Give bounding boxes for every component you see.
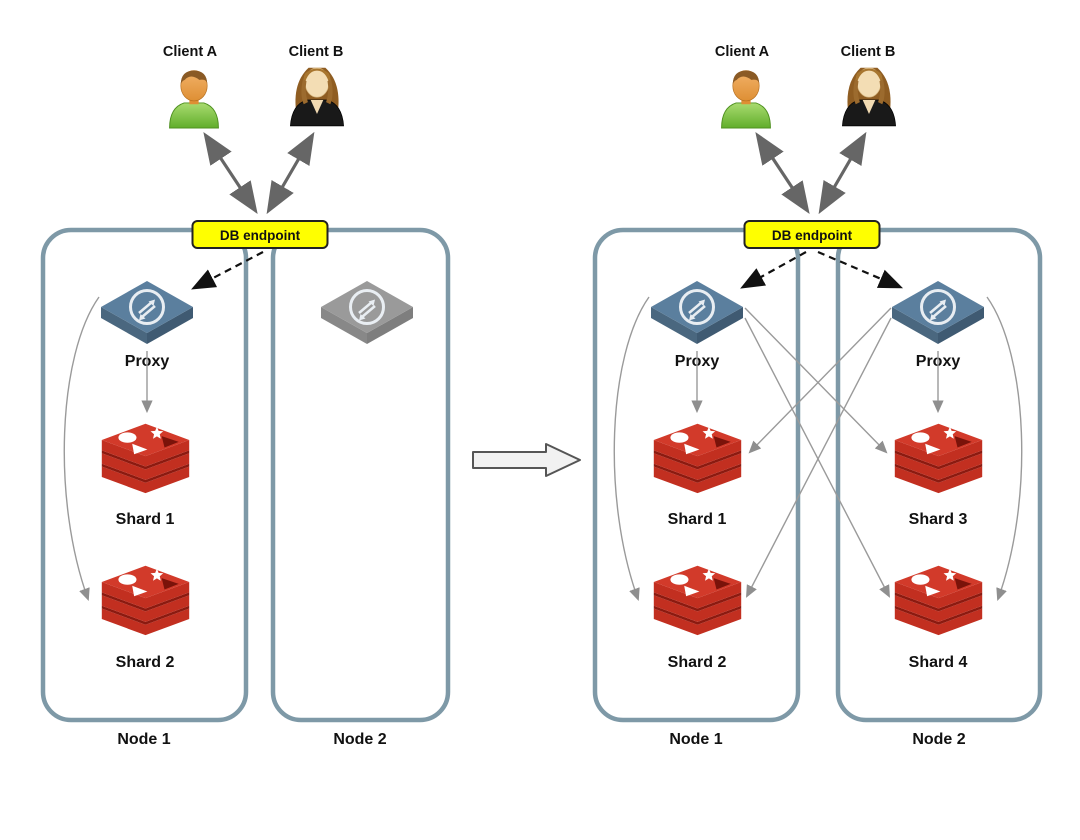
- proxy2-to-shard4-arrow: [986, 296, 1023, 601]
- proxy1-to-shard3-arrow: [744, 307, 888, 454]
- shard1-label: Shard 1: [116, 511, 175, 528]
- proxy1-to-shard4-arrow: [744, 317, 890, 598]
- after-panel: Client A Client B DB endpoint Proxy Prox…: [592, 44, 1043, 748]
- client-a-icon: [169, 70, 219, 129]
- node2-box: [270, 227, 451, 723]
- db-endpoint-box: [191, 220, 329, 249]
- db-endpoint-label: DB endpoint: [220, 228, 301, 243]
- client-a-label: Client A: [715, 44, 770, 60]
- proxy-to-shard2-arrow: [63, 296, 100, 601]
- client-b-label: Client B: [289, 44, 344, 60]
- client-a-endpoint-arrow: [203, 131, 258, 215]
- proxy2-to-shard1-arrow: [748, 307, 892, 454]
- client-a-icon: [721, 70, 771, 129]
- before-panel: Client A Client B DB endpoint Proxy Shar…: [40, 44, 451, 748]
- shard2-label: Shard 2: [116, 654, 175, 671]
- client-a-endpoint-arrow: [755, 131, 810, 215]
- node1-label: Node 1: [669, 731, 722, 748]
- shard4-label: Shard 4: [909, 654, 968, 671]
- node1-label: Node 1: [117, 731, 170, 748]
- client-b-endpoint-arrow: [266, 131, 315, 215]
- shard2-label: Shard 2: [668, 654, 727, 671]
- client-a-label: Client A: [163, 44, 218, 60]
- client-b-endpoint-arrow: [818, 131, 867, 215]
- proxy2-to-shard2-arrow: [746, 317, 892, 598]
- scale-transition-arrow: [472, 443, 581, 477]
- client-b-icon: [842, 67, 896, 127]
- node2-label: Node 2: [333, 731, 386, 748]
- shard1-label: Shard 1: [668, 511, 727, 528]
- client-b-label: Client B: [841, 44, 896, 60]
- endpoint-to-proxy1-arrow: [740, 251, 807, 289]
- node2-label: Node 2: [912, 731, 965, 748]
- proxy1-to-shard2-arrow: [613, 296, 650, 601]
- endpoint-to-proxy2-arrow: [817, 250, 904, 289]
- client-b-icon: [290, 67, 344, 127]
- endpoint-to-proxy-arrow: [191, 251, 264, 290]
- shard3-label: Shard 3: [909, 511, 968, 528]
- db-endpoint-label: DB endpoint: [772, 228, 853, 243]
- db-endpoint-box: [743, 220, 881, 249]
